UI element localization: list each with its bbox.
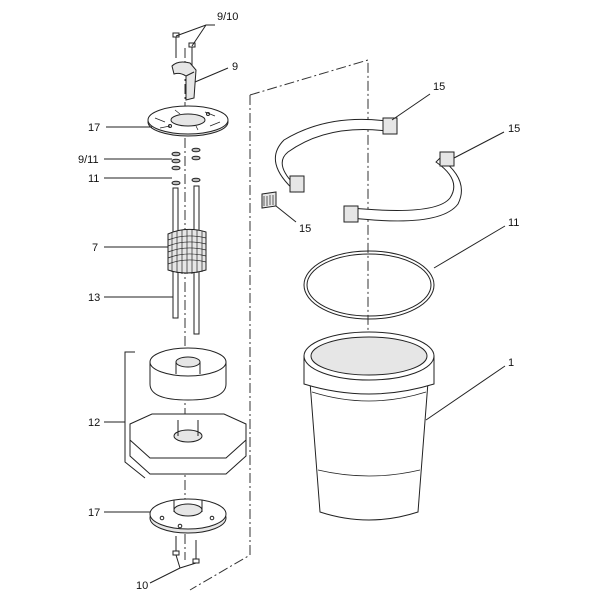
label-9-11: 9/11 (78, 154, 99, 166)
top-disc-part-17 (147, 105, 229, 137)
handle-part-9 (171, 61, 197, 101)
float-ring (149, 347, 227, 401)
label-10: 10 (136, 580, 148, 592)
leader-lines (104, 24, 506, 584)
bottom-disc-part-17 (149, 498, 227, 534)
clip-part-15 (261, 191, 277, 209)
o-ring-part-11 (303, 250, 435, 320)
label-11-left: 11 (88, 173, 99, 185)
label-15-top: 15 (433, 81, 445, 93)
clamp-band-upper (275, 117, 398, 193)
label-11-ring: 11 (508, 217, 519, 229)
label-15-clip: 15 (299, 223, 311, 235)
label-17-top: 17 (88, 122, 100, 134)
label-1: 1 (508, 357, 514, 369)
label-13: 13 (88, 292, 100, 304)
small-seals (171, 147, 201, 186)
container-part-1 (303, 331, 435, 521)
octagon-base (129, 413, 247, 475)
callout-labels: 9/10 9 17 9/11 11 7 13 12 17 10 15 15 15… (78, 11, 520, 592)
label-15-right: 15 (508, 123, 520, 135)
label-7: 7 (92, 242, 98, 254)
label-9-10: 9/10 (217, 11, 238, 23)
label-9: 9 (232, 61, 238, 73)
bracket-12 (124, 351, 146, 479)
label-17-bottom: 17 (88, 507, 100, 519)
label-12: 12 (88, 417, 100, 429)
clamp-band-lower (343, 151, 462, 223)
mesh-sleeve-part-7 (167, 228, 207, 274)
